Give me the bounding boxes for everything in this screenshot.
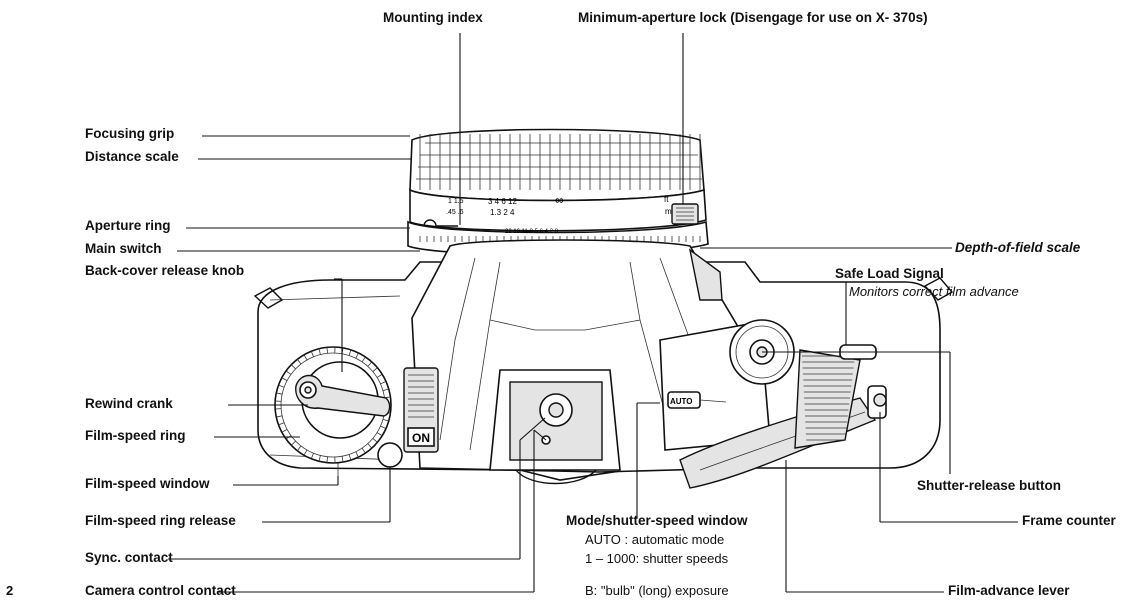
film-speed-ring-release-button [377,442,403,468]
left-strap-lug [253,287,284,309]
label-back-cover-release: Back-cover release knob [85,263,245,278]
ft-mark: ft [664,195,669,204]
label-frame-counter: Frame counter [1022,513,1116,528]
label-min-aperture-lock: Minimum-aperture lock (Disengage for use… [578,10,928,25]
label-safe-load-signal: Safe Load Signal [835,266,944,281]
svg-text:22 16 11 8 5.6 4 2.8: 22 16 11 8 5.6 4 2.8 [505,229,559,235]
svg-text:1 1.5: 1 1.5 [448,198,464,205]
m-mark: m [665,207,672,216]
page-number: 2 [6,583,14,598]
label-safe-load-desc: Monitors correct film advance [849,284,1019,299]
label-film-advance-lever: Film-advance lever [948,583,1070,598]
label-focusing-grip: Focusing grip [85,126,175,141]
label-film-speed-ring-release: Film-speed ring release [85,513,236,528]
label-sync-contact: Sync. contact [85,550,173,565]
label-main-switch: Main switch [85,241,162,256]
auto-mark: AUTO [670,397,693,406]
label-distance-scale: Distance scale [85,149,179,164]
infinity-mark: ∞ [555,193,564,207]
label-film-speed-ring: Film-speed ring [85,428,186,443]
label-film-speed-window: Film-speed window [85,476,210,491]
label-aperture-ring: Aperture ring [85,218,171,233]
label-mode-window: Mode/shutter-speed window [566,513,748,528]
label-mode-speeds: 1 – 1000: shutter speeds [585,551,729,566]
label-mode-bulb: B: "bulb" (long) exposure [585,583,729,598]
svg-text:3 4 6 12: 3 4 6 12 [488,197,517,206]
lens-distance-band [409,188,707,232]
label-depth-of-field-scale: Depth-of-field scale [955,240,1081,255]
label-mounting-index: Mounting index [383,10,483,25]
rewind-crank-arm [295,374,391,417]
svg-text:.45 .6: .45 .6 [446,209,464,216]
right-strap-lug [923,277,954,301]
min-aperture-lock [671,203,699,225]
label-camera-control-contact: Camera control contact [85,583,236,598]
label-shutter-release: Shutter-release button [917,478,1062,493]
label-rewind-crank: Rewind crank [85,396,173,411]
label-mode-auto: AUTO : automatic mode [585,532,725,547]
on-mark: ON [412,431,430,445]
svg-text:1.3 2 4: 1.3 2 4 [490,208,515,217]
